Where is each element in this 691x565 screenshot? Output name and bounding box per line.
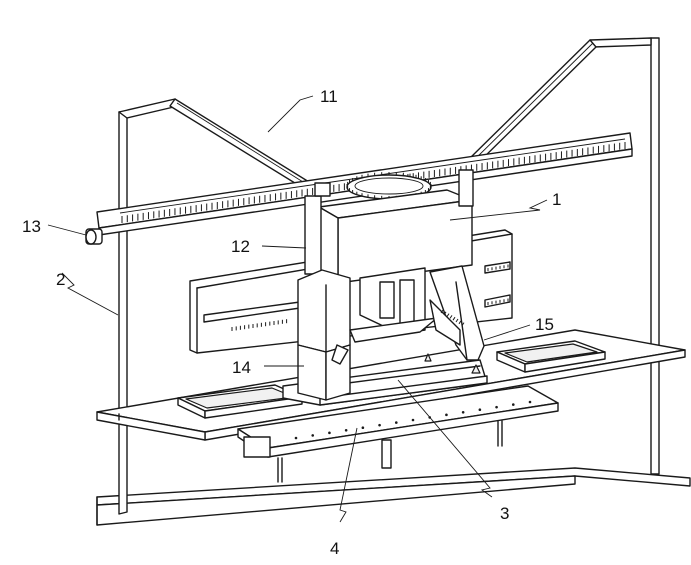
head-assembly [304, 169, 474, 284]
end-knob [85, 228, 103, 245]
base-platform [96, 467, 691, 526]
callout-12: 12 [231, 237, 250, 256]
column-teeth [440, 309, 465, 326]
tray-right [496, 340, 606, 373]
callout-13: 13 [22, 217, 41, 236]
callout-1: 1 [552, 190, 561, 209]
slot-teeth [231, 264, 509, 331]
callout-15: 15 [535, 315, 554, 334]
callout-3: 3 [500, 504, 509, 523]
table-dots [294, 400, 532, 440]
workpiece-table [237, 385, 559, 483]
leader-lines [47, 95, 548, 523]
callout-4: 4 [330, 539, 339, 558]
head-columns [297, 265, 485, 401]
callout-labels: 11 1 13 2 12 14 15 3 4 [22, 87, 561, 558]
callout-14: 14 [232, 358, 251, 377]
callout-2: 2 [56, 270, 65, 289]
tray-left [177, 384, 303, 419]
callout-11: 11 [320, 87, 338, 106]
